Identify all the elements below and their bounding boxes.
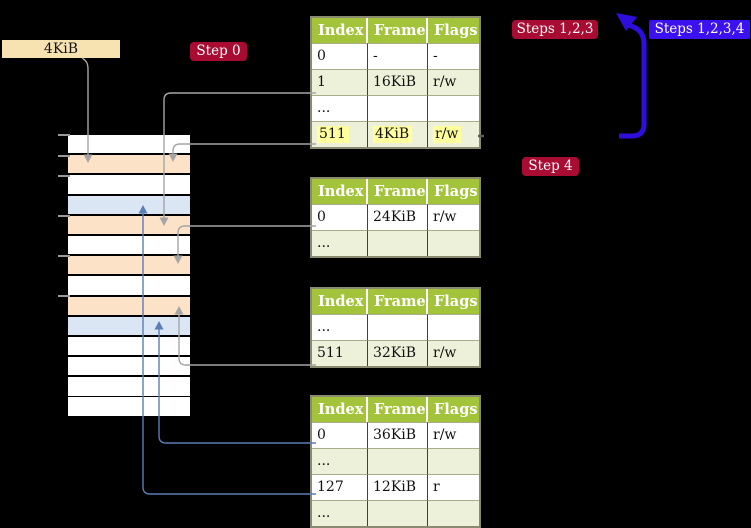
memory-row (68, 235, 190, 255)
arrow-table1-entry511-to-4kib-frame (168, 143, 316, 162)
table-cell: 1 (312, 69, 368, 95)
memory-row (68, 195, 190, 214)
table-cell (428, 230, 479, 256)
table-cell: ... (312, 500, 368, 526)
table-cell-highlighted: 4KiB (368, 121, 428, 147)
table-cell: 12KiB (368, 474, 428, 500)
table-cell: r (428, 474, 479, 500)
column-header: Frame (368, 179, 428, 204)
table-cell: 16KiB (368, 69, 428, 95)
column-header: Flags (428, 18, 479, 43)
frame-address-label: 4KiB (2, 40, 120, 58)
table-cell: 0 (312, 422, 368, 448)
column-header: Index (312, 179, 368, 204)
badge-steps-1-2-3: Steps 1,2,3 (512, 20, 598, 39)
highlight: r/w (433, 126, 462, 143)
table-cell: - (368, 43, 428, 69)
highlight: 511 (317, 126, 349, 143)
column-header: Frame (368, 18, 428, 43)
table-cell: ... (312, 314, 368, 340)
table-cell (368, 314, 428, 340)
table-cell (428, 500, 479, 526)
table-cell: r/w (428, 340, 479, 366)
column-header: Flags (428, 397, 479, 422)
memory-row (68, 135, 190, 154)
column-header: Flags (428, 289, 479, 314)
column-header: Flags (428, 179, 479, 204)
table-cell: - (428, 43, 479, 69)
table-cell: 36KiB (368, 422, 428, 448)
table-cell: ... (312, 95, 368, 121)
table-cell (428, 95, 479, 121)
memory-row (68, 377, 190, 396)
table-cell: ... (312, 230, 368, 256)
memory-row (68, 316, 190, 335)
table-cell (368, 95, 428, 121)
column-header: Frame (368, 397, 428, 422)
thick-blue-loop-arrowhead (616, 13, 637, 31)
page-table-3: Index Frame Flags ... 511 32KiB r/w (310, 287, 481, 368)
table-cell (428, 314, 479, 340)
badge-steps-1-2-3-4: Steps 1,2,3,4 (649, 20, 750, 39)
table-cell (368, 230, 428, 256)
physical-memory-strip (68, 135, 190, 416)
page-table-2: Index Frame Flags 0 24KiB r/w ... (310, 177, 481, 258)
arrow-table3-entry511-to-32kib-frame (174, 306, 316, 366)
table-cell: 127 (312, 474, 368, 500)
memory-row (68, 397, 190, 416)
column-header: Index (312, 18, 368, 43)
memory-row (68, 276, 190, 295)
table-cell: 24KiB (368, 204, 428, 230)
column-header: Index (312, 289, 368, 314)
arrow-table2-entry0-to-24kib-frame (173, 225, 316, 264)
table-cell: r/w (428, 204, 479, 230)
table-cell: 0 (312, 43, 368, 69)
page-table-1: Index Frame Flags 0 - - 1 16KiB r/w ... … (310, 16, 481, 149)
table-cell: r/w (428, 422, 479, 448)
highlight: 4KiB (373, 126, 413, 143)
table-cell (368, 500, 428, 526)
table-cell: r/w (428, 69, 479, 95)
table-cell: 0 (312, 204, 368, 230)
column-header: Index (312, 397, 368, 422)
memory-row (68, 175, 190, 194)
table-cell (428, 448, 479, 474)
memory-row (68, 357, 190, 376)
memory-row (68, 155, 190, 174)
badge-step-0: Step 0 (190, 42, 247, 61)
table-cell-highlighted: 511 (312, 121, 368, 147)
memory-row (68, 336, 190, 356)
column-header: Frame (368, 289, 428, 314)
table-cell: ... (312, 448, 368, 474)
badge-step-4: Step 4 (522, 157, 579, 176)
table-cell-highlighted: r/w (428, 121, 479, 147)
thick-blue-loop-arrow (619, 22, 647, 139)
memory-row (68, 215, 190, 235)
memory-row (68, 296, 190, 315)
page-table-4: Index Frame Flags 0 36KiB r/w ... 127 12… (310, 395, 481, 528)
table-cell (368, 448, 428, 474)
table-cell: 511 (312, 340, 368, 366)
table-cell: 32KiB (368, 340, 428, 366)
memory-row (68, 256, 190, 275)
